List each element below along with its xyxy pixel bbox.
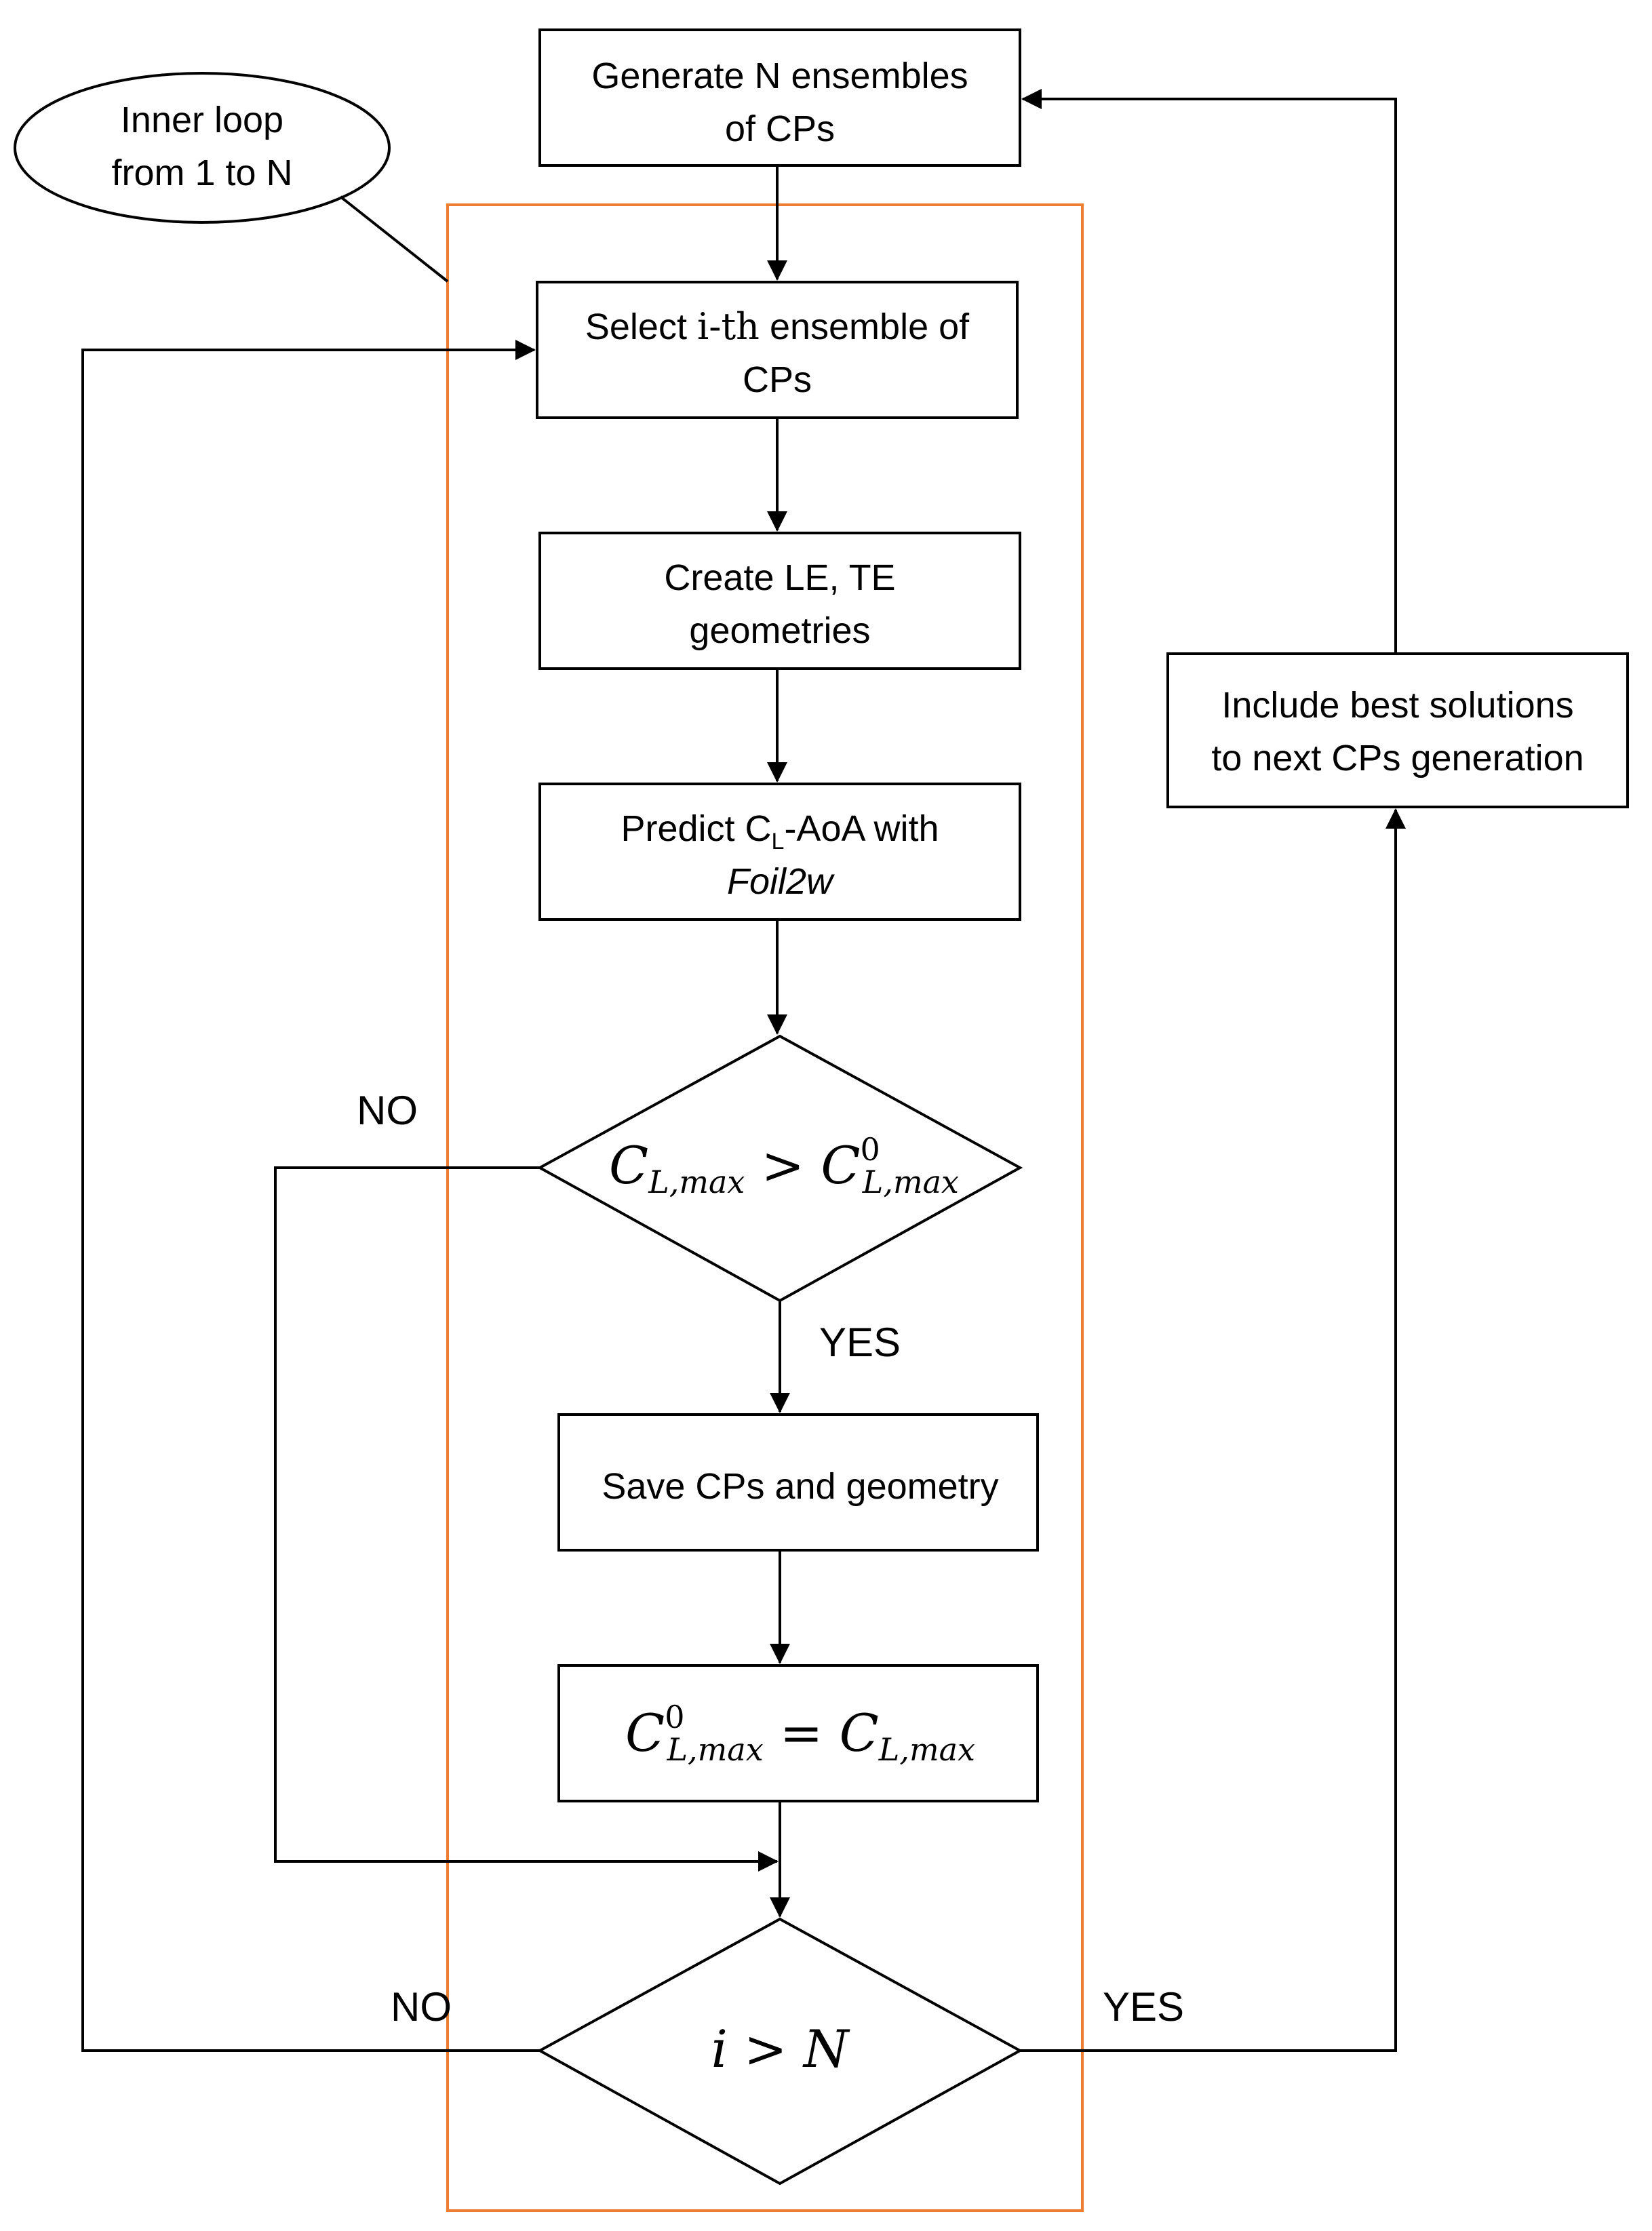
include-best-solutions-box (1166, 652, 1629, 808)
create-line-1: Create LE, TE (664, 557, 895, 598)
save-text: Save CPs and geometry (602, 1466, 998, 1507)
inner-loop-annotation (14, 72, 391, 224)
annotation-line-2: from 1 to N (111, 153, 292, 193)
include-line-2: to next CPs generation (1211, 738, 1584, 778)
label-yes-1: YES (819, 1320, 901, 1365)
arrow-yes-to-include (1020, 808, 1406, 2052)
annotation-connector (339, 195, 449, 283)
decision-i-gt-n-condition: i > N (711, 2019, 850, 2079)
select-line-2: CPs (743, 359, 812, 400)
annotation-line-1: Inner loop (121, 100, 283, 140)
inner-loop-frame (446, 203, 1084, 2212)
create-geometries-box (538, 532, 1021, 670)
decision-i-gt-n-diamond (536, 1917, 1023, 2186)
create-line-2: geometries (689, 610, 870, 651)
arrow-no-bypass (274, 1166, 779, 1872)
generate-ensembles-box (538, 28, 1021, 167)
predict-line-1: Predict CL-AoA with (621, 808, 939, 854)
generate-line-1: Generate N ensembles (591, 56, 968, 96)
include-line-1: Include best solutions (1221, 685, 1573, 726)
predict-cl-box (538, 783, 1021, 921)
select-line-1: Select i-th ensemble of (585, 305, 970, 348)
arrow-no-loop-back (81, 340, 540, 2052)
label-no-1: NO (357, 1088, 418, 1133)
arrow-include-to-generate (1021, 89, 1397, 654)
label-no-2: NO (391, 1984, 452, 2030)
generate-line-2: of CPs (725, 108, 835, 149)
select-ensemble-box (536, 281, 1019, 419)
predict-line-2: Foil2w (727, 861, 835, 902)
update-cl0-box (557, 1664, 1039, 1802)
save-cps-box (557, 1413, 1039, 1552)
label-yes-2: YES (1103, 1984, 1184, 2030)
